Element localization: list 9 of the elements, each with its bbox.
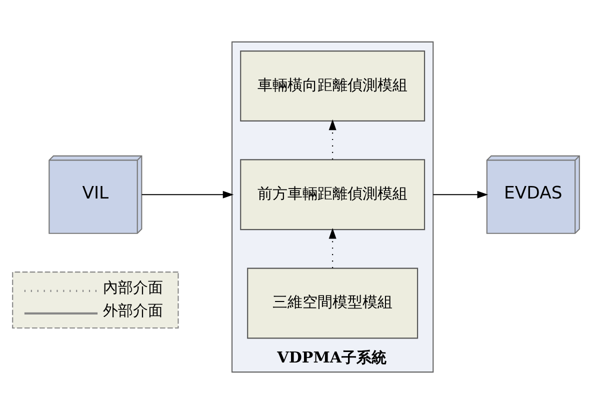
arrow: [328, 119, 336, 160]
arrow: [142, 190, 234, 198]
node-box: 三維空間模型模組: [247, 268, 418, 339]
arrow: [433, 190, 488, 198]
node-box: 前方車輛距離偵測模組: [240, 159, 426, 230]
legend-label: 外部介面: [102, 301, 163, 320]
arrow: [328, 228, 336, 268]
node-box: 車輛橫向距離偵測模組: [240, 50, 426, 122]
legend-label: 內部介面: [102, 278, 163, 297]
